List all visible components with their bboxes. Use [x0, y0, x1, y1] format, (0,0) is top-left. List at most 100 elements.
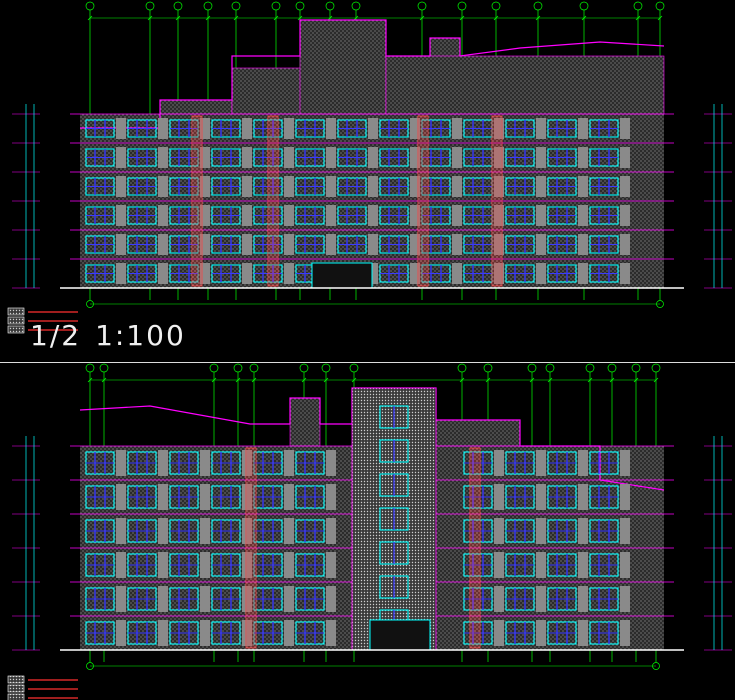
dimension-tick — [609, 377, 615, 383]
dimension-tick — [297, 15, 303, 21]
pier — [494, 484, 504, 510]
grid-bubble — [417, 1, 427, 11]
elevation-top — [12, 1, 732, 308]
roof-profile — [80, 19, 665, 129]
pier — [158, 234, 168, 255]
pier — [578, 263, 588, 284]
pier — [284, 586, 294, 612]
pier — [368, 263, 378, 284]
end-bubble — [652, 662, 660, 670]
pier — [200, 118, 210, 139]
pier — [452, 176, 462, 197]
pier — [326, 118, 336, 139]
pier — [158, 552, 168, 578]
pier — [536, 176, 546, 197]
pier — [410, 147, 420, 168]
pier — [158, 176, 168, 197]
pier — [368, 176, 378, 197]
pier — [158, 586, 168, 612]
pier — [158, 518, 168, 544]
pier — [326, 176, 336, 197]
pier — [116, 450, 126, 476]
pier — [116, 552, 126, 578]
pier — [326, 552, 336, 578]
elevation-bottom — [12, 363, 732, 670]
pier — [620, 263, 630, 284]
pier — [200, 620, 210, 646]
pier — [242, 205, 252, 226]
pier — [200, 552, 210, 578]
dimension-tick — [351, 377, 357, 383]
pier — [326, 518, 336, 544]
pier — [284, 205, 294, 226]
pier — [536, 552, 546, 578]
legend-swatch — [7, 675, 25, 684]
legend-top — [7, 307, 78, 334]
pier — [242, 450, 252, 476]
pier — [200, 205, 210, 226]
pier — [242, 147, 252, 168]
pier — [410, 263, 420, 284]
pier — [494, 147, 504, 168]
dimension-tick — [353, 15, 359, 21]
grid-bubble — [655, 1, 665, 11]
feature-panel — [191, 115, 203, 287]
pier — [578, 518, 588, 544]
grid-bubble — [491, 1, 501, 11]
dimension-tick — [251, 377, 257, 383]
dimension-tick — [653, 377, 659, 383]
entrance-door — [311, 262, 373, 289]
pier — [242, 518, 252, 544]
feature-panel — [469, 447, 481, 649]
grid-bubble — [85, 1, 95, 11]
feature-panel — [491, 115, 503, 287]
dimension-tick — [101, 377, 107, 383]
pier — [116, 118, 126, 139]
pier — [494, 205, 504, 226]
dimension-tick — [581, 15, 587, 21]
upper-mass — [289, 397, 321, 447]
pier — [158, 450, 168, 476]
end-bubble — [656, 300, 664, 308]
pier — [326, 620, 336, 646]
pier — [410, 234, 420, 255]
dimension-tick — [633, 377, 639, 383]
pier — [536, 263, 546, 284]
pier — [116, 518, 126, 544]
grid-bubble — [145, 1, 155, 11]
scale-fraction: 1/2 — [30, 319, 82, 352]
upper-mass — [435, 419, 521, 447]
pier — [242, 484, 252, 510]
grid-bubble — [209, 363, 219, 373]
grid-bubble — [457, 1, 467, 11]
grid-bubble — [233, 363, 243, 373]
pier — [116, 147, 126, 168]
pier — [284, 620, 294, 646]
pier — [326, 450, 336, 476]
entrance-door — [369, 619, 431, 651]
pier — [494, 118, 504, 139]
grid-bubble — [85, 363, 95, 373]
pier — [326, 147, 336, 168]
grid-bubble — [483, 363, 493, 373]
dimension-tick — [485, 377, 491, 383]
pier — [578, 176, 588, 197]
pier — [494, 620, 504, 646]
pier — [284, 552, 294, 578]
dimension-tick — [147, 15, 153, 21]
end-bubble — [86, 300, 94, 308]
grid-bubble — [631, 363, 641, 373]
legend-swatch — [7, 684, 25, 693]
pier — [578, 552, 588, 578]
pier — [620, 205, 630, 226]
feature-panel — [417, 115, 429, 287]
pier — [536, 450, 546, 476]
grid-bubble — [325, 1, 335, 11]
dimension-tick — [459, 15, 465, 21]
pier — [494, 586, 504, 612]
pier — [284, 176, 294, 197]
legend-bottom — [7, 675, 78, 700]
pier — [620, 518, 630, 544]
